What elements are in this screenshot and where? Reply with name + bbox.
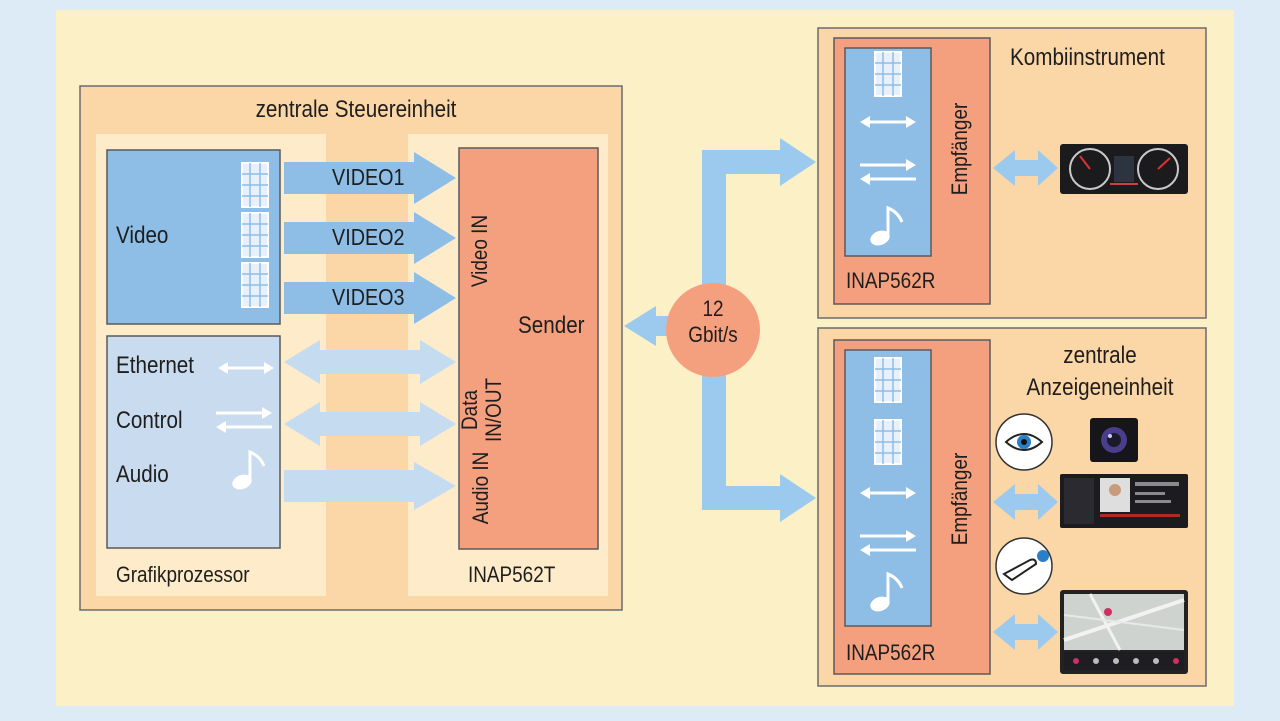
receiver-2-title-line2: Anzeigeneinheit <box>1026 374 1174 401</box>
video-stream-label: VIDEO2 <box>332 224 405 250</box>
central-unit-title: zentrale Steuereinheit <box>255 96 457 123</box>
video-in-port-label: Video IN <box>467 214 492 288</box>
film-strip-icon <box>874 419 902 465</box>
sender-label: Sender <box>518 312 585 339</box>
film-strip-icon <box>241 262 269 308</box>
data-arrows <box>284 340 456 510</box>
audio-label: Audio <box>116 461 169 488</box>
eye-icon <box>995 413 1053 471</box>
link-rate-value: 12 <box>702 296 724 321</box>
link-arrows <box>624 138 816 522</box>
sender-chip-name: INAP562T <box>468 562 556 587</box>
touch-hand-icon <box>995 537 1053 595</box>
video-stream-arrows <box>284 152 456 324</box>
camera-lens-icon <box>1090 418 1138 462</box>
display-link-arrow <box>993 484 1058 520</box>
instrument-cluster-image <box>1060 144 1188 194</box>
display-link-arrow <box>993 614 1058 650</box>
film-strip-icon <box>874 357 902 403</box>
receiver-2-title-line1: zentrale <box>1063 342 1137 369</box>
gpu-box <box>106 335 281 549</box>
navigation-map-image <box>1060 590 1188 674</box>
phone-call-screen-image <box>1060 474 1188 528</box>
video-stream-label: VIDEO1 <box>332 164 405 190</box>
receiver-1-title: Kombiinstrument <box>1010 44 1165 71</box>
link-rate-circle <box>666 283 760 377</box>
gpu-label: Grafikprozessor <box>116 562 250 587</box>
display-link-arrow <box>993 150 1058 186</box>
audio-in-port-label: Audio IN <box>468 451 493 525</box>
film-strip-icon <box>241 162 269 208</box>
video-label: Video <box>116 222 169 249</box>
sender-chip-body <box>458 147 599 550</box>
receiver-1-chip-label: Empfänger <box>947 102 972 196</box>
ethernet-label: Ethernet <box>116 352 195 379</box>
video-stream-label: VIDEO3 <box>332 284 405 310</box>
receiver-1-chip-name: INAP562R <box>846 268 936 293</box>
control-label: Control <box>116 407 183 434</box>
film-strip-icon <box>874 51 902 97</box>
receiver-unit-2 <box>817 327 1207 687</box>
receiver-2-chip-name: INAP562R <box>846 640 936 665</box>
receiver-unit-1 <box>817 27 1207 319</box>
link-rate-unit: Gbit/s <box>688 322 738 347</box>
receiver-2-chip-label: Empfänger <box>947 452 972 546</box>
film-strip-icon <box>241 212 269 258</box>
